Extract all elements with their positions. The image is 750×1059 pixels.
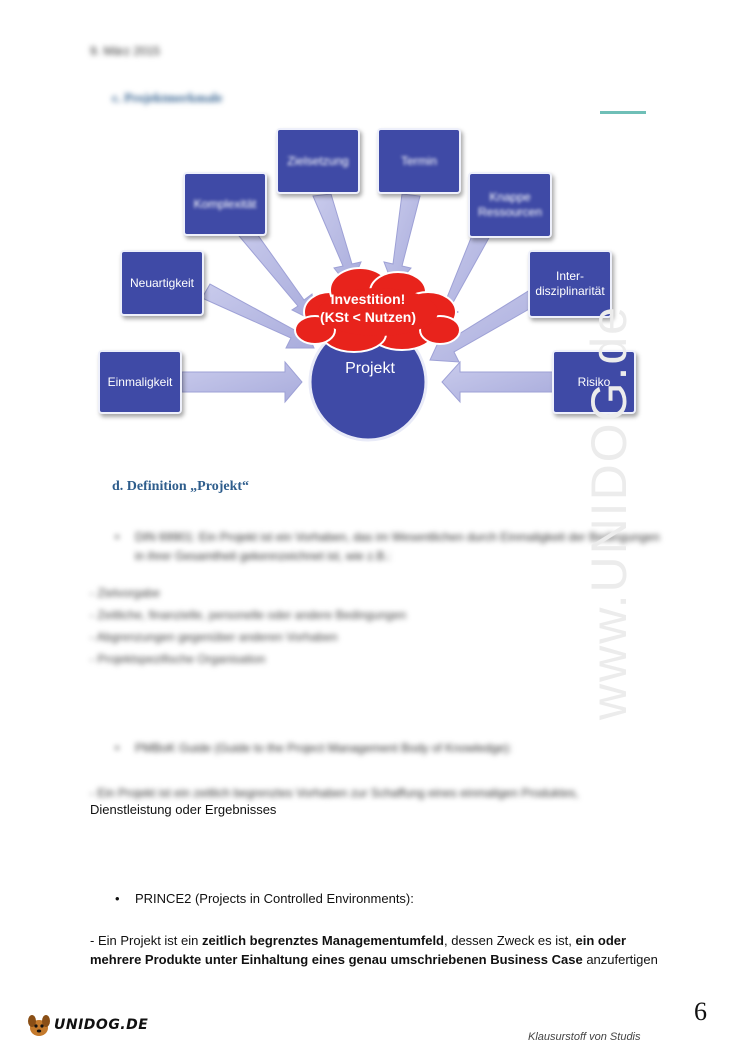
din-list-item: - Abgrenzungen gegenüber anderen Vorhabe…	[90, 630, 338, 644]
unidog-logo: UNIDOG.DE	[26, 1012, 148, 1038]
diagram-arrows	[181, 193, 554, 442]
prince2-text-part: anzufertigen	[582, 952, 658, 967]
header-accent-line	[600, 111, 646, 114]
node-interdisziplinaritaet-label: Inter- disziplinarität	[535, 269, 604, 299]
prince2-bullet: PRINCE2 (Projects in Controlled Environm…	[115, 891, 414, 906]
cloud-label-line1: Investition!	[330, 291, 406, 307]
node-interdisziplinaritaet-line1: Inter-	[555, 269, 584, 283]
node-risiko-label: Risiko	[577, 374, 611, 389]
prince2-definition: - Ein Projekt ist ein zeitlich begrenzte…	[90, 931, 660, 969]
prince2-bold-part: zeitlich begrenztes Managementumfeld	[202, 933, 444, 948]
node-interdisziplinaritaet-line2: disziplinarität	[535, 284, 605, 298]
header-date: 9. März 2015	[90, 44, 161, 58]
section-c-heading: c. Projektmerkmale	[112, 90, 223, 105]
page-number: 6	[694, 997, 707, 1026]
dog-icon	[28, 1015, 50, 1036]
node-einmaligkeit-label: Einmaligkeit	[107, 374, 173, 389]
pmbok-definition-line: - Ein Projekt ist ein zeitlich begrenzte…	[90, 786, 579, 800]
node-neuartigkeit: Neuartigkeit	[120, 250, 204, 316]
cloud-label: Investition! (KSt < Nutzen)	[298, 290, 438, 326]
project-features-diagram: Investition! (KSt < Nutzen) Projekt Einm…	[90, 120, 650, 450]
node-zielsetzung-label: Zielsetzung	[287, 153, 349, 168]
node-termin-label: Termin	[400, 153, 437, 168]
node-termin: Termin	[377, 128, 461, 194]
prince2-bold-part: ein oder mehrere Produkte unter Einhaltu…	[90, 933, 627, 967]
footer-text: Klausurstoff von Studis	[528, 1031, 641, 1043]
node-neuartigkeit-label: Neuartigkeit	[129, 275, 195, 290]
din-definition-bullet: DIN 69901: Ein Projekt ist ein Vorhaben,…	[115, 528, 660, 566]
prince2-text-part: , dessen Zweck es ist,	[444, 933, 576, 948]
logo-text: UNIDOG.DE	[54, 1017, 149, 1033]
node-komplexitaet-label: Komplexität	[193, 196, 257, 211]
node-interdisziplinaritaet: Inter- disziplinarität	[528, 250, 612, 318]
node-risiko: Risiko	[552, 350, 636, 414]
node-knappe-ressourcen-label: Knappe Ressourcen	[477, 190, 543, 219]
din-list-item: - Projektspezifische Organisation	[90, 652, 266, 666]
pmbok-bullet: PMBoK Guide (Guide to the Project Manage…	[115, 741, 512, 755]
node-einmaligkeit: Einmaligkeit	[98, 350, 182, 414]
din-list-item: - Zielvorgabe	[90, 586, 161, 600]
arrow-risiko	[441, 360, 554, 404]
watermark: www.UNIDOG.de	[581, 305, 637, 720]
arrow-einmaligkeit	[181, 360, 303, 404]
node-komplexitaet: Komplexität	[183, 172, 267, 236]
hub-label: Projekt	[345, 360, 395, 377]
node-zielsetzung: Zielsetzung	[276, 128, 360, 194]
pmbok-definition-continuation: Dienstleistung oder Ergebnisses	[90, 802, 277, 817]
node-knappe-ressourcen: Knappe Ressourcen	[468, 172, 552, 238]
din-list-item: - Zeitliche, finanzielle, personelle ode…	[90, 608, 407, 622]
prince2-text-part: - Ein Projekt ist ein	[90, 933, 202, 948]
cloud-label-line2: (KSt < Nutzen)	[319, 309, 417, 325]
section-d-heading: d. Definition „Projekt“	[112, 479, 250, 494]
